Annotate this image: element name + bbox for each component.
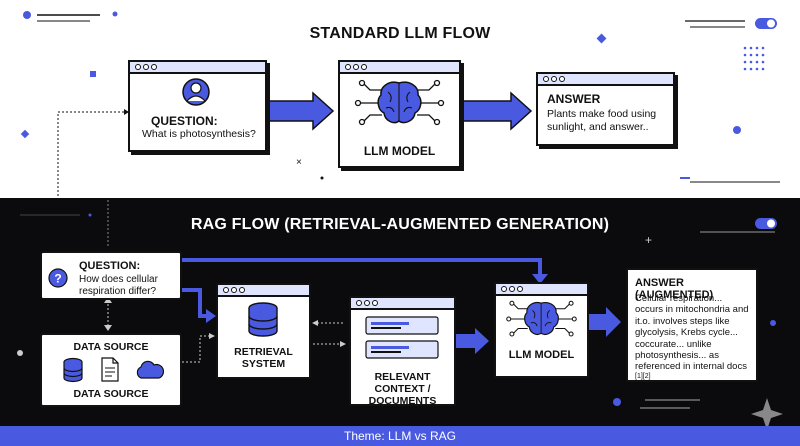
database-icon [248, 302, 278, 337]
brain-icon [506, 300, 577, 337]
rag-question-text: How does cellular respiration differ? [79, 274, 158, 297]
citation-refs: [1][2] [635, 372, 651, 380]
document-list-icon [365, 316, 439, 359]
standard-question-label: QUESTION: [151, 114, 218, 128]
rag-question-card: ? QUESTION: How does cellular respiratio… [40, 251, 182, 300]
retrieval-system-card: RETRIEVAL SYSTEM [216, 283, 311, 379]
rag-llm-model-label: LLM MODEL [508, 349, 575, 361]
standard-answer-label: ANSWER [547, 92, 601, 106]
standard-llm-model-card: LLM MODEL [338, 60, 461, 168]
augmented-answer-text: Cellular respiration... occurs in mitoch… [635, 293, 749, 373]
database-icon [63, 357, 83, 383]
user-icon [182, 78, 210, 106]
augmented-answer-body: Cellular respiration... occurs in mitoch… [635, 293, 751, 385]
footer-bar: Theme: LLM vs RAG [0, 426, 800, 446]
data-source-label-top: DATA SOURCE [73, 341, 149, 353]
standard-flow-title: STANDARD LLM FLOW [309, 25, 491, 42]
data-source-label-bottom: DATA SOURCE [73, 388, 149, 400]
svg-text:?: ? [54, 272, 61, 286]
standard-question-text: What is photosynthesis? [142, 128, 256, 140]
standard-answer-text: Plants make food using sunlight, and ans… [547, 108, 657, 134]
rag-flow-title: RAG FLOW (RETRIEVAL-AUGMENTED GENERATION… [190, 216, 610, 233]
augmented-answer-card: ANSWER (AUGMENTED) Cellular respiration.… [626, 268, 758, 382]
rag-question-label: QUESTION: [79, 260, 141, 272]
standard-answer-card: ANSWER Plants make food using sunlight, … [536, 72, 675, 146]
standard-question-card: QUESTION: What is photosynthesis? [128, 60, 267, 152]
document-icon [101, 357, 119, 382]
question-mark-icon: ? [48, 268, 68, 288]
retrieval-system-label: RETRIEVAL SYSTEM [234, 346, 293, 371]
relevant-context-card: RELEVANT CONTEXT / DOCUMENTS [349, 296, 456, 408]
footer-theme-text: Theme: LLM vs RAG [343, 429, 457, 443]
brain-icon [354, 79, 445, 126]
rag-llm-model-card: LLM MODEL [494, 282, 589, 378]
relevant-context-label: RELEVANT CONTEXT / DOCUMENTS [368, 371, 437, 408]
cloud-icon [136, 360, 164, 379]
augmented-answer-label: ANSWER (AUGMENTED) [635, 277, 714, 301]
data-source-card: DATA SOURCE DATA SOURCE [40, 333, 182, 407]
standard-llm-model-label: LLM MODEL [363, 144, 436, 158]
